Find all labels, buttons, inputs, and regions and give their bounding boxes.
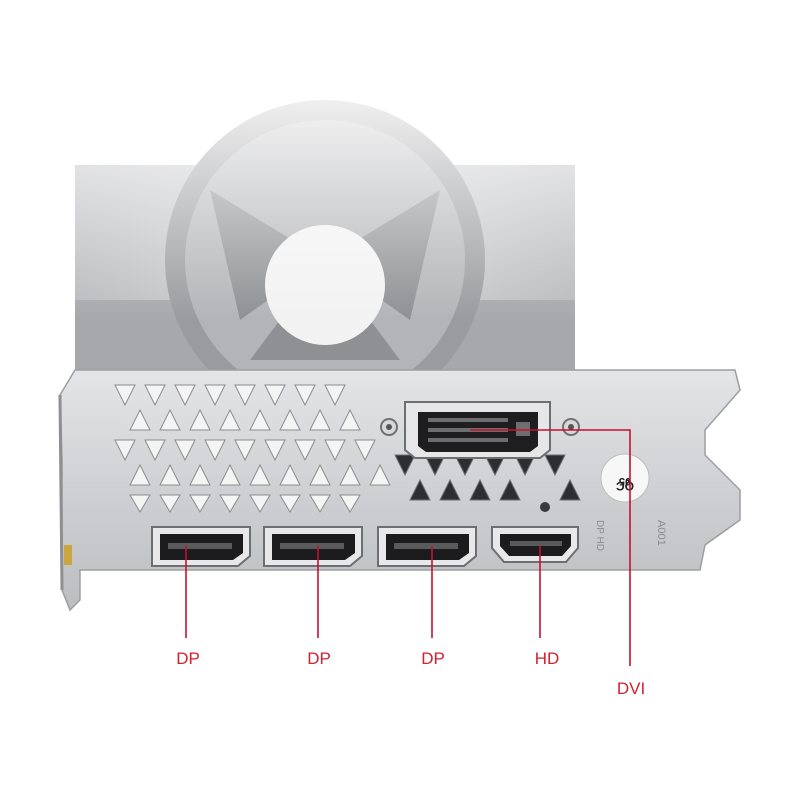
label-dp-1: DP	[176, 649, 200, 668]
port-labels: DP DP DP HD DVI	[176, 649, 645, 698]
qc-stamp: QC 05	[600, 453, 650, 503]
displayport-2	[263, 526, 363, 567]
label-dp-2: DP	[307, 649, 331, 668]
hdmi-port	[491, 526, 579, 563]
label-hd: HD	[535, 649, 560, 668]
displayport-1	[151, 526, 251, 567]
cooler-shroud	[0, 60, 800, 420]
label-dp-3: DP	[421, 649, 445, 668]
callout-line-dvi	[470, 429, 631, 666]
label-dvi: DVI	[617, 679, 645, 698]
engraving-left: DP HD	[594, 520, 605, 551]
engraving-right: A001	[655, 520, 667, 546]
pcie-bracket: QC 05 A001 DP HD	[58, 369, 741, 612]
vent-grille	[114, 384, 391, 513]
callout-lines	[185, 429, 631, 666]
displayport-3	[377, 526, 477, 567]
qc-stamp-bottom: 05	[619, 475, 631, 487]
screw-icon	[380, 418, 580, 512]
